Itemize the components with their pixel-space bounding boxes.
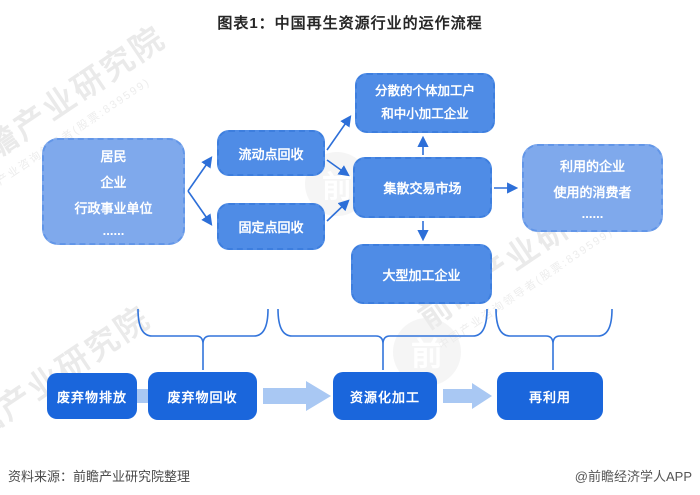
block-arrow-3 bbox=[443, 383, 492, 409]
stage-waste-recycle: 废弃物回收 bbox=[148, 372, 257, 420]
logo-glyph: 前 bbox=[410, 336, 443, 372]
node-label-line: 和中小加工企业 bbox=[381, 107, 469, 121]
block-arrow-2 bbox=[263, 381, 331, 411]
node-source-line: 企业 bbox=[100, 174, 127, 190]
node-fixed-recycle: 固定点回收 bbox=[217, 203, 325, 250]
brace-processing-stage bbox=[277, 308, 488, 370]
node-consumers-line: 使用的消费者 bbox=[553, 185, 632, 200]
stage-label: 废弃物排放 bbox=[56, 389, 127, 405]
brace-reuse-stage bbox=[495, 308, 613, 370]
node-large-processor: 大型加工企业 bbox=[351, 244, 492, 304]
stage-resource-processing: 资源化加工 bbox=[333, 372, 437, 420]
node-consumers-line: ...... bbox=[581, 206, 604, 221]
app-credit: @前瞻经济学人APP bbox=[574, 469, 692, 484]
brace-recycle-stage bbox=[137, 308, 269, 370]
stage-waste-discharge: 废弃物排放 bbox=[47, 373, 137, 419]
arrow-source-to-fixed bbox=[187, 190, 213, 226]
chart-title: 图表1：中国再生资源行业的运作流程 bbox=[217, 15, 483, 32]
node-mobile-recycle: 流动点回收 bbox=[217, 130, 325, 176]
stage-label: 资源化加工 bbox=[349, 389, 420, 405]
node-source: 居民 企业 行政事业单位 ...... bbox=[42, 138, 185, 245]
stage-label: 再利用 bbox=[528, 389, 571, 405]
logo-glyph: 前 bbox=[322, 171, 352, 204]
node-consumers: 利用的企业 使用的消费者 ...... bbox=[522, 144, 663, 232]
node-trading-market: 集散交易市场 bbox=[353, 157, 492, 218]
arrow-mobile-to-scattered bbox=[326, 115, 352, 151]
stage-reuse: 再利用 bbox=[497, 372, 603, 420]
node-source-line: 居民 bbox=[100, 148, 127, 164]
node-label: 流动点回收 bbox=[238, 146, 304, 162]
node-label-line: 分散的个体加工户 bbox=[374, 84, 475, 98]
arrow-fixed-to-market bbox=[326, 199, 350, 222]
arrow-mobile-to-market bbox=[326, 159, 350, 177]
node-scattered-processors: 分散的个体加工户 和中小加工企业 bbox=[355, 73, 495, 133]
node-consumers-line: 利用的企业 bbox=[559, 159, 625, 174]
data-source-note: 资料来源：前瞻产业研究院整理 bbox=[8, 469, 191, 484]
node-source-line: 行政事业单位 bbox=[74, 200, 153, 216]
arrow-source-to-mobile bbox=[187, 156, 213, 192]
node-label: 集散交易市场 bbox=[383, 181, 462, 196]
stage-label: 废弃物回收 bbox=[167, 389, 238, 405]
node-label: 大型加工企业 bbox=[382, 267, 461, 283]
node-label: 固定点回收 bbox=[238, 220, 304, 235]
node-source-line: ...... bbox=[102, 222, 125, 238]
